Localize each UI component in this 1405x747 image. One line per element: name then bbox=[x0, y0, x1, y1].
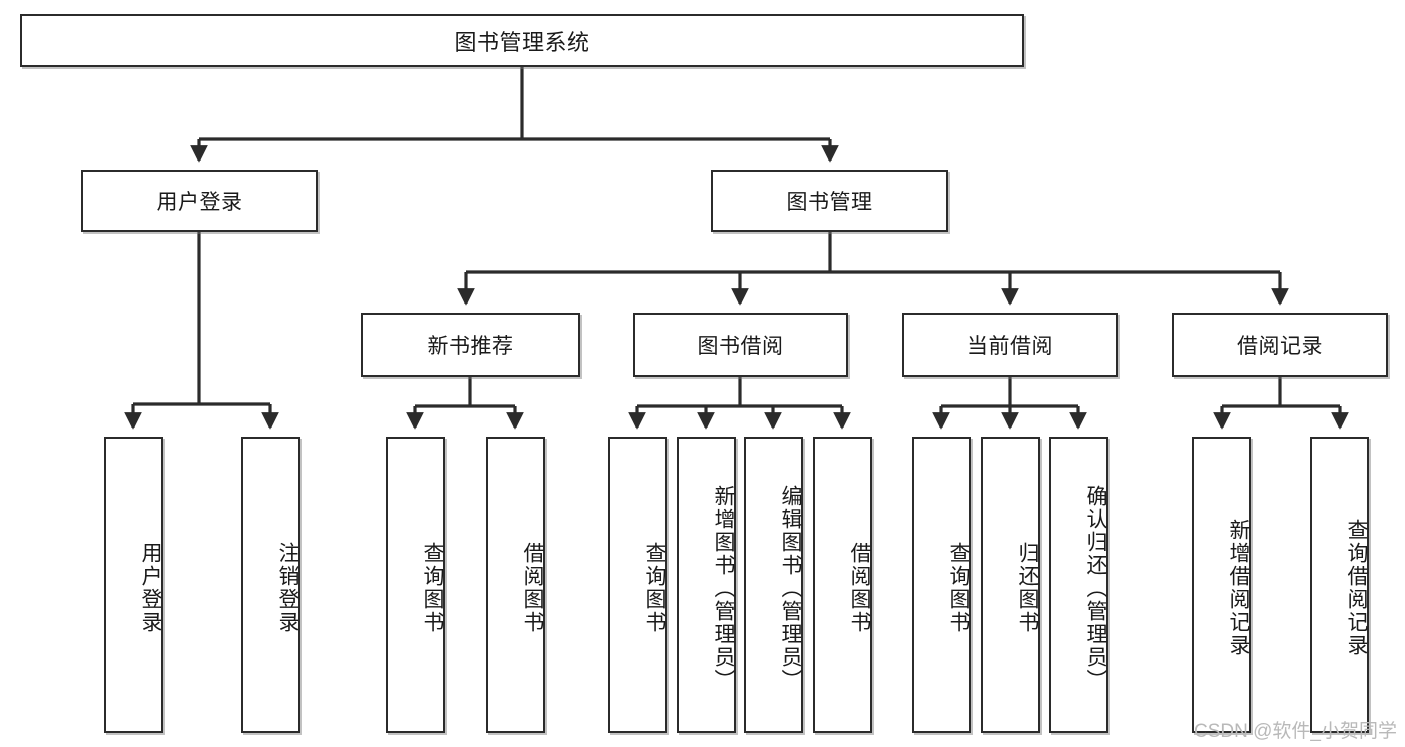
node-leaf-borrow-book-1-label: 借阅图书 bbox=[521, 542, 544, 634]
node-leaf-add-book-admin[interactable]: 新增图书（管理员） bbox=[677, 437, 736, 733]
node-leaf-query-borrow-record-label: 查询借阅记录 bbox=[1345, 519, 1368, 657]
node-leaf-add-book-admin-label: 新增图书（管理员） bbox=[712, 484, 735, 692]
node-new-book-recommend-label: 新书推荐 bbox=[427, 335, 514, 358]
node-book-borrow-label: 图书借阅 bbox=[697, 335, 784, 358]
node-book-management[interactable]: 图书管理 bbox=[711, 170, 948, 232]
node-leaf-edit-book-admin[interactable]: 编辑图书（管理员） bbox=[744, 437, 803, 733]
node-root-label: 图书管理系统 bbox=[454, 29, 590, 55]
node-leaf-borrow-book-1[interactable]: 借阅图书 bbox=[486, 437, 545, 733]
node-leaf-logout-label: 注销登录 bbox=[276, 542, 299, 634]
node-leaf-edit-book-admin-label: 编辑图书（管理员） bbox=[779, 484, 802, 692]
node-book-management-label: 图书管理 bbox=[786, 191, 873, 214]
node-leaf-query-book-3[interactable]: 查询图书 bbox=[912, 437, 971, 733]
node-leaf-query-book-1-label: 查询图书 bbox=[421, 542, 444, 634]
node-user-login-label: 用户登录 bbox=[156, 191, 243, 214]
node-current-borrow[interactable]: 当前借阅 bbox=[902, 313, 1118, 377]
node-leaf-return-book-label: 归还图书 bbox=[1016, 542, 1039, 634]
node-book-borrow[interactable]: 图书借阅 bbox=[633, 313, 848, 377]
node-borrow-records[interactable]: 借阅记录 bbox=[1172, 313, 1388, 377]
node-new-book-recommend[interactable]: 新书推荐 bbox=[361, 313, 580, 377]
node-leaf-add-borrow-record[interactable]: 新增借阅记录 bbox=[1192, 437, 1251, 733]
node-user-login[interactable]: 用户登录 bbox=[81, 170, 318, 232]
node-borrow-records-label: 借阅记录 bbox=[1237, 335, 1323, 358]
node-leaf-confirm-return-admin[interactable]: 确认归还（管理员） bbox=[1049, 437, 1108, 733]
node-leaf-add-borrow-record-label: 新增借阅记录 bbox=[1227, 519, 1250, 657]
node-leaf-query-book-2-label: 查询图书 bbox=[643, 542, 666, 634]
node-leaf-query-book-3-label: 查询图书 bbox=[947, 542, 970, 634]
node-leaf-logout[interactable]: 注销登录 bbox=[241, 437, 300, 733]
node-root[interactable]: 图书管理系统 bbox=[20, 14, 1024, 67]
node-leaf-return-book[interactable]: 归还图书 bbox=[981, 437, 1040, 733]
node-leaf-confirm-return-admin-label: 确认归还（管理员） bbox=[1084, 484, 1107, 692]
node-leaf-user-login-label: 用户登录 bbox=[139, 542, 162, 634]
node-leaf-user-login[interactable]: 用户登录 bbox=[104, 437, 163, 733]
node-leaf-borrow-book-2[interactable]: 借阅图书 bbox=[813, 437, 872, 733]
node-leaf-borrow-book-2-label: 借阅图书 bbox=[848, 542, 871, 634]
node-leaf-query-borrow-record[interactable]: 查询借阅记录 bbox=[1310, 437, 1369, 733]
node-current-borrow-label: 当前借阅 bbox=[967, 335, 1053, 358]
node-leaf-query-book-1[interactable]: 查询图书 bbox=[386, 437, 445, 733]
node-leaf-query-book-2[interactable]: 查询图书 bbox=[608, 437, 667, 733]
